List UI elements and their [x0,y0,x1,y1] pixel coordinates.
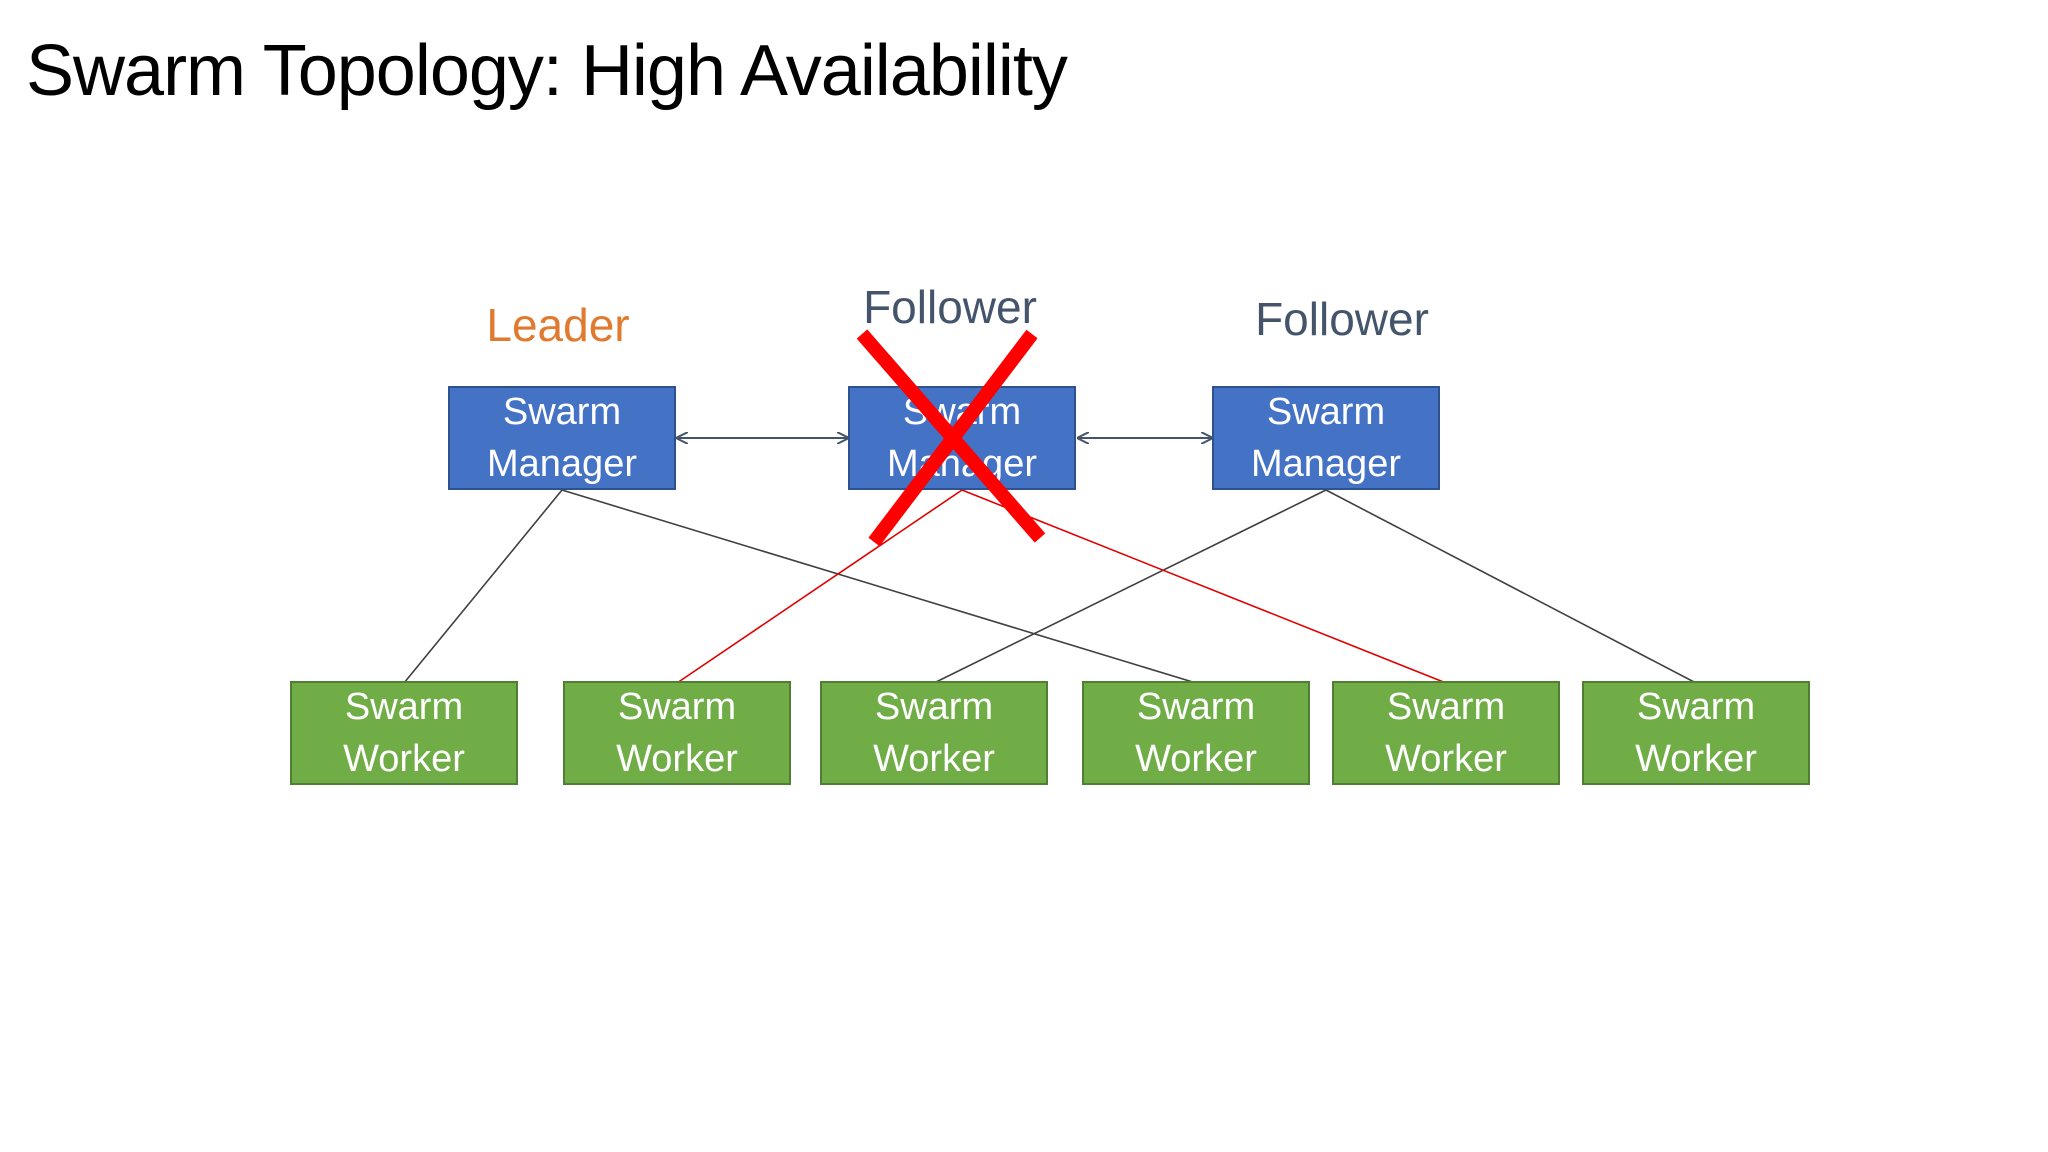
link-manager-1-worker-1 [403,489,563,684]
manager-1-line2: Manager [487,443,637,485]
manager-3[interactable]: Swarm Manager [1212,386,1440,490]
worker-3[interactable]: Swarm Worker [820,681,1048,785]
manager-3-line1: Swarm [1266,391,1386,433]
worker-3-line1: Swarm [874,686,994,728]
worker-4[interactable]: Swarm Worker [1082,681,1310,785]
manager-2[interactable]: Swarm Manager [848,386,1076,490]
worker-2-line2: Worker [616,738,738,780]
role-label-follower-1: Follower [863,281,1037,333]
role-label-leader: Leader [486,299,630,351]
link-manager-3-worker-6 [1325,489,1697,684]
worker-4-line1: Swarm [1136,686,1256,728]
worker-2-line1: Swarm [617,686,737,728]
worker-6-line2: Worker [1635,738,1757,780]
manager-1-line1: Swarm [502,391,622,433]
worker-5-line1: Swarm [1386,686,1506,728]
worker-6[interactable]: Swarm Worker [1582,681,1810,785]
manager-2-line1: Swarm [902,391,1022,433]
manager-3-line2: Manager [1251,443,1401,485]
role-label-follower-2: Follower [1255,293,1429,345]
worker-2[interactable]: Swarm Worker [563,681,791,785]
worker-1[interactable]: Swarm Worker [290,681,518,785]
worker-1-line2: Worker [343,738,465,780]
worker-3-line2: Worker [873,738,995,780]
link-manager-2-worker-2 [676,489,963,684]
worker-4-line2: Worker [1135,738,1257,780]
worker-6-line1: Swarm [1636,686,1756,728]
link-manager-2-worker-5 [961,489,1447,684]
slide-title: Swarm Topology: High Availability [26,31,1068,111]
manager-1[interactable]: Swarm Manager [448,386,676,490]
worker-1-line1: Swarm [344,686,464,728]
link-manager-1-worker-4 [561,489,1197,684]
manager-2-line2: Manager [887,443,1037,485]
worker-5[interactable]: Swarm Worker [1332,681,1560,785]
link-manager-3-worker-3 [933,489,1327,684]
worker-5-line2: Worker [1385,738,1507,780]
